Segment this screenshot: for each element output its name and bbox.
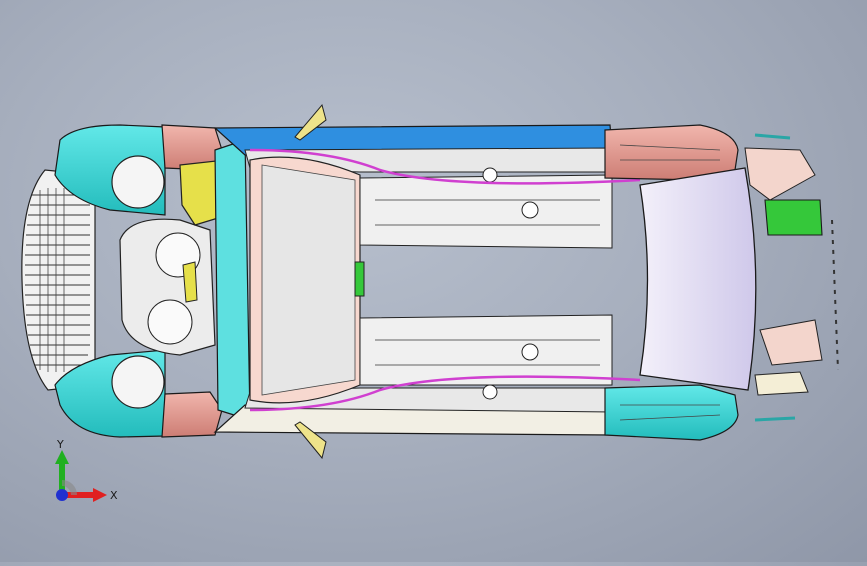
wiring-harness-bottom: [249, 375, 641, 412]
firewall: [214, 139, 251, 421]
coordinate-triad: Y X: [40, 438, 130, 520]
mirror-bottom: [294, 421, 327, 460]
front-wheel-arch-top: [54, 124, 223, 216]
x-axis-label: X: [110, 489, 118, 502]
front-wheel-arch-bottom: [54, 349, 223, 438]
y-axis-label: Y: [56, 440, 64, 451]
rear-window-glass: [639, 167, 757, 391]
rear-wheel-arch-bottom: [604, 384, 739, 441]
center-sensor: [354, 261, 365, 297]
wiring-harness-top: [249, 148, 641, 185]
rear-structure: [744, 133, 839, 422]
engine-bay: [119, 159, 229, 356]
mirror-top: [294, 103, 327, 141]
floor-panel: [261, 164, 356, 396]
rear-floor: [359, 167, 613, 400]
front-bumper: [21, 169, 96, 391]
z-axis-dot: [56, 489, 68, 501]
